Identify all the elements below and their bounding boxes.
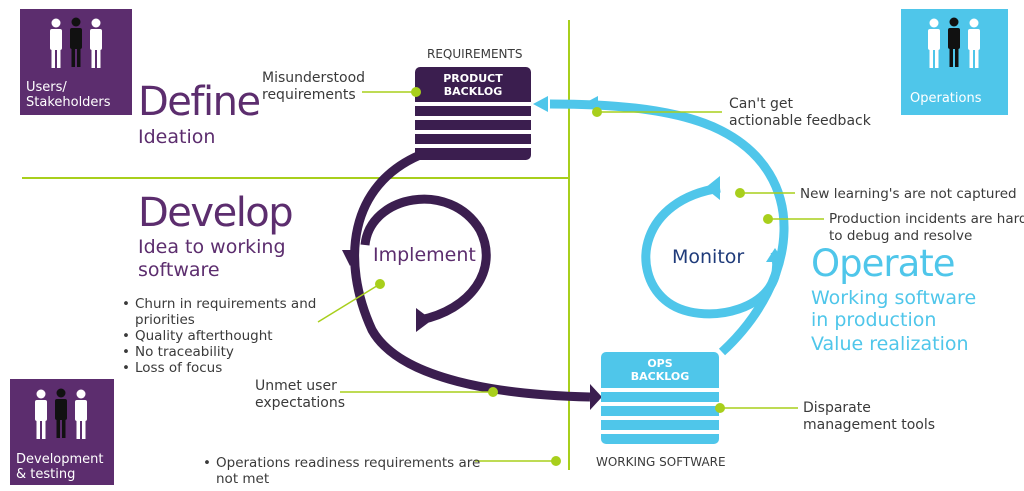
unmet-line2: expectations bbox=[255, 395, 346, 411]
callout-misunderstood bbox=[362, 87, 421, 97]
develop-issue-item: Quality afterthought bbox=[122, 328, 316, 344]
incidents-annotation: Production incidents are hard to debug a… bbox=[829, 211, 1024, 245]
operate-outer-arc bbox=[549, 99, 789, 356]
operate-title: Operate bbox=[811, 242, 956, 285]
implement-label: Implement bbox=[373, 244, 476, 266]
develop-title: Develop bbox=[138, 190, 294, 236]
develop-issue-churn: Churn in requirements and bbox=[135, 296, 317, 312]
feedback-line1: Can't get bbox=[729, 96, 794, 112]
callout-develop-issues bbox=[317, 279, 385, 323]
requirements-header: REQUIREMENTS bbox=[427, 47, 523, 61]
callout-feedback bbox=[592, 107, 722, 117]
incidents-line1: Production incidents are hard bbox=[829, 211, 1024, 227]
ops-readiness-item: Operations readiness requirements arenot… bbox=[203, 455, 480, 487]
develop-end-arrow bbox=[590, 384, 602, 410]
misunderstood-annotation: Misunderstood requirements bbox=[262, 70, 365, 104]
develop-outer-arc bbox=[350, 150, 591, 402]
product-backlog-line1: PRODUCT bbox=[443, 72, 503, 85]
develop-issue-churn-cont: priorities bbox=[135, 312, 195, 328]
operations-tile-label: Operations bbox=[910, 91, 982, 106]
disparate-line1: Disparate bbox=[803, 400, 871, 416]
callout-ops-readiness bbox=[475, 456, 561, 466]
misunderstood-line2: requirements bbox=[262, 87, 356, 103]
working-software-footer: WORKING SOFTWARE bbox=[596, 455, 726, 469]
users-tile bbox=[20, 9, 132, 115]
users-label-line1: Users/ bbox=[26, 80, 67, 95]
operations-people-icon bbox=[928, 17, 980, 68]
unmet-line1: Unmet user bbox=[255, 378, 337, 394]
product-backlog-title: PRODUCT BACKLOG bbox=[415, 72, 531, 98]
devtest-label-line1: Development bbox=[16, 452, 104, 467]
monitor-loop bbox=[641, 183, 782, 319]
monitor-loop-arrow-top bbox=[705, 176, 720, 200]
callout-learnings bbox=[735, 188, 795, 198]
define-subtitle: Ideation bbox=[138, 126, 216, 148]
incidents-line2: to debug and resolve bbox=[829, 228, 973, 244]
ops-backlog-title: OPS BACKLOG bbox=[601, 357, 719, 383]
users-tile-label: Users/ Stakeholders bbox=[26, 80, 111, 110]
disparate-line2: management tools bbox=[803, 417, 936, 433]
implement-loop-arrow-left bbox=[342, 250, 358, 266]
devtest-people-icon bbox=[35, 388, 87, 439]
devtest-label-line2: & testing bbox=[16, 467, 76, 482]
product-backlog-line2: BACKLOG bbox=[443, 85, 503, 98]
feedback-line2: actionable feedback bbox=[729, 113, 871, 129]
ops-backlog-block bbox=[601, 352, 719, 444]
users-label-line2: Stakeholders bbox=[26, 95, 111, 110]
develop-subtitle-2: software bbox=[138, 259, 220, 281]
product-backlog-block bbox=[415, 67, 531, 160]
callout-disparate bbox=[715, 403, 798, 413]
ops-readiness-line2: not met bbox=[216, 471, 270, 487]
ops-readiness-annotation: Operations readiness requirements arenot… bbox=[203, 455, 480, 487]
monitor-label: Monitor bbox=[672, 246, 745, 268]
misunderstood-line1: Misunderstood bbox=[262, 70, 366, 86]
learnings-annotation: New learning's are not captured bbox=[800, 186, 1017, 202]
implement-loop-arrow-bottom bbox=[416, 308, 432, 332]
ops-backlog-line1: OPS bbox=[647, 357, 673, 370]
feedback-annotation: Can't get actionable feedback bbox=[729, 96, 871, 130]
operate-subtitle-2: in production bbox=[811, 309, 937, 331]
ops-backlog-line2: BACKLOG bbox=[630, 370, 690, 383]
feedback-arrow-head bbox=[533, 96, 548, 112]
define-title: Define bbox=[138, 79, 261, 125]
devtest-tile-label: Development & testing bbox=[16, 452, 104, 482]
develop-issue-item: No traceability bbox=[122, 344, 316, 360]
ops-readiness-line1: Operations readiness requirements are bbox=[216, 455, 481, 471]
unmet-annotation: Unmet user expectations bbox=[255, 378, 345, 412]
users-people-icon bbox=[50, 17, 102, 68]
callout-incidents bbox=[763, 214, 824, 224]
operations-tile bbox=[901, 9, 1008, 115]
implement-loop bbox=[360, 194, 491, 325]
disparate-annotation: Disparate management tools bbox=[803, 400, 935, 434]
monitor-loop-arrow-right bbox=[766, 248, 784, 262]
callout-unmet bbox=[340, 387, 498, 397]
operate-subtitle-1: Working software bbox=[811, 287, 977, 309]
develop-subtitle-1: Idea to working bbox=[138, 236, 286, 258]
operate-subtitle-3: Value realization bbox=[811, 333, 969, 355]
develop-issue-item: Loss of focus bbox=[122, 360, 316, 376]
